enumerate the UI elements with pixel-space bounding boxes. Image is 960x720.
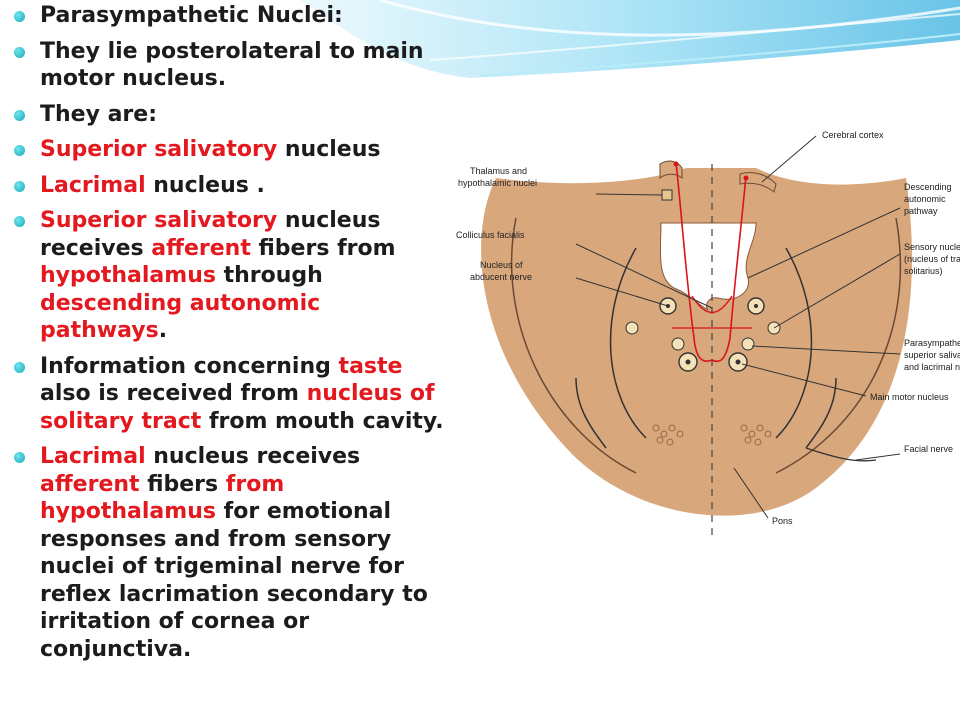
bullet-item: They are: [14,101,454,129]
bullet-run: . [158,318,168,343]
bullet-run: They are: [40,101,158,127]
label-sensory: Sensory nucleus [904,242,960,252]
bullet-run: nucleus [277,137,381,162]
bullet-run-highlight: afferent [151,235,251,261]
bullet-item: Superior salivatory nucleus receives aff… [14,207,454,345]
bullet-run: through [215,263,323,288]
bullet-run: fibers from [250,235,396,261]
bullet-run-highlight: nucleus of solitary tract [40,381,435,434]
bullet-run: nucleus receives [145,444,361,469]
bullet-run-highlight: Superior salivatory [40,208,278,233]
bullet-run-highlight: Lacrimal [40,444,146,469]
label-facial-nerve: Facial nerve [904,444,953,454]
bullet-run-highlight: Lacrimal [40,172,146,198]
thalamus-box [661,189,673,201]
bullet-item: Lacrimal nucleus receives afferent fiber… [14,443,454,663]
pontine-nuclei [652,424,772,446]
pons-diagram: Cerebral cortex Thalamus and hypothalami… [456,128,960,548]
bullet-run-highlight: hypothalamus [40,263,216,288]
label-sensory: (nucleus of tractus [904,254,960,264]
label-main-motor: Main motor nucleus [870,392,949,402]
bullet-list: Parasympathetic Nuclei: They lie postero… [14,2,454,671]
label-pons: Pons [772,516,793,526]
label-descending: pathway [904,206,938,216]
sensory-nucleus [625,321,639,335]
bullet-run: from mouth cavity. [201,408,444,434]
bullet-run: for emotional responses and from sensory… [40,499,428,662]
bullet-run: also is received from [40,381,307,406]
bullet-run: Information concerning [40,353,339,379]
parasympathetic-nucleus [671,337,685,351]
bullet-run: nucleus . [145,172,265,198]
label-parasympathetic: and lacrimal nuclei [904,362,960,372]
bullet-run: They lie posterolateral to main motor nu… [40,38,424,92]
label-descending: autonomic [904,194,946,204]
bullet-run-highlight: afferent [40,471,140,497]
label-abducent: Nucleus of [480,260,523,270]
label-parasympathetic: superior salivatory [904,350,960,360]
bullet-run-highlight: taste [338,353,403,379]
label-thalamus: hypothalamic nuclei [458,178,537,188]
bullet-run: fibers [139,471,226,497]
bullet-run-highlight: from hypothalamus [40,471,285,525]
label-descending: Descending [904,182,952,192]
label-sensory: solitarius) [904,266,943,276]
label-thalamus: Thalamus and [470,166,527,176]
bullet-item: Superior salivatory nucleus [14,136,454,164]
bullet-item: They lie posterolateral to main motor nu… [14,38,454,93]
label-cerebral-cortex: Cerebral cortex [822,130,884,140]
label-parasympathetic: Parasympathetic [904,338,960,348]
bullet-run: Parasympathetic Nuclei: [40,3,343,28]
bullet-item: Parasympathetic Nuclei: [14,2,454,30]
bullet-run-highlight: Superior salivatory [40,137,278,162]
parasympathetic-nucleus [741,337,755,351]
bullet-item: Lacrimal nucleus . [14,172,454,200]
pons-body [481,168,912,516]
label-abducent: abducent nerve [470,272,532,282]
bullet-run-highlight: descending autonomic pathways [40,290,321,344]
bullet-item: Information concerning taste also is rec… [14,353,454,436]
descending-pathway [675,161,747,363]
bullet-run: nucleus receives [40,208,381,261]
label-colliculus: Colliculus facialis [456,230,525,240]
